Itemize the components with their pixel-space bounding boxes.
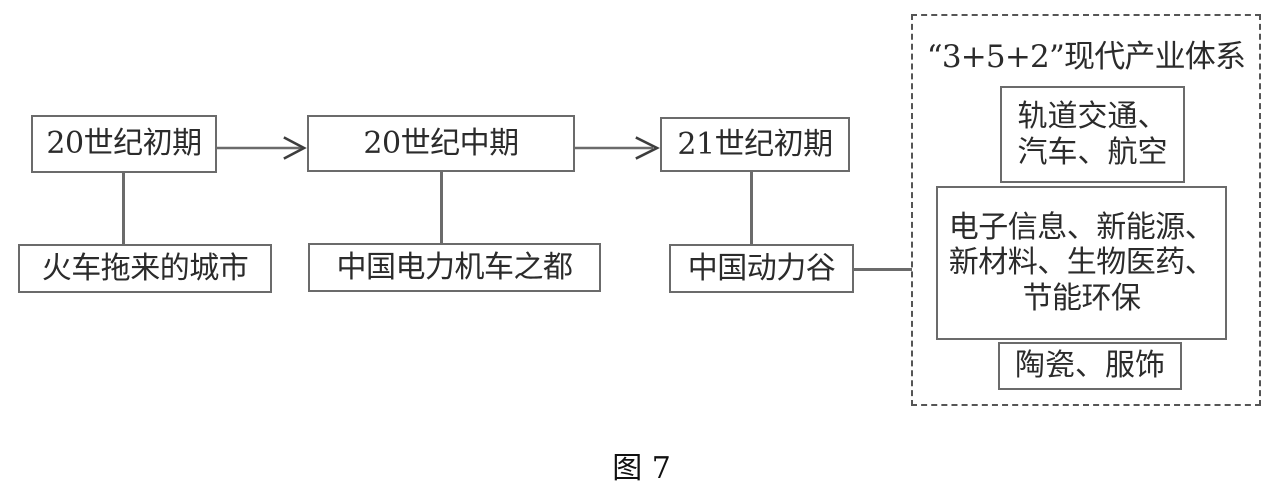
title-box-early-20th: 火车拖来的城市 <box>18 244 272 293</box>
arrow-early-to-mid-icon <box>217 136 307 160</box>
title-box-early-21st: 中国动力谷 <box>669 244 854 293</box>
industry-system-panel <box>911 14 1261 406</box>
industry-group-2-box: 陶瓷、服饰 <box>998 342 1182 390</box>
link-line-dongligu-to-industry <box>854 268 912 271</box>
connector-mid-20th <box>440 172 443 244</box>
period-box-mid-20th: 20世纪中期 <box>307 115 575 172</box>
industry-group-3-box: 轨道交通、 汽车、航空 <box>1000 86 1185 183</box>
industry-system-title: “3+5+2”现代产业体系 <box>926 39 1246 75</box>
title-box-mid-20th: 中国电力机车之都 <box>308 243 601 292</box>
connector-early-20th <box>122 173 125 244</box>
period-box-early-21st: 21世纪初期 <box>660 117 850 172</box>
figure-caption: 图 7 <box>612 451 671 486</box>
arrow-mid-to-early21-icon <box>575 136 660 160</box>
period-box-early-20th: 20世纪初期 <box>31 115 217 173</box>
industry-group-5-box: 电子信息、新能源、 新材料、生物医药、 节能环保 <box>936 186 1227 340</box>
connector-early-21st <box>750 172 753 244</box>
